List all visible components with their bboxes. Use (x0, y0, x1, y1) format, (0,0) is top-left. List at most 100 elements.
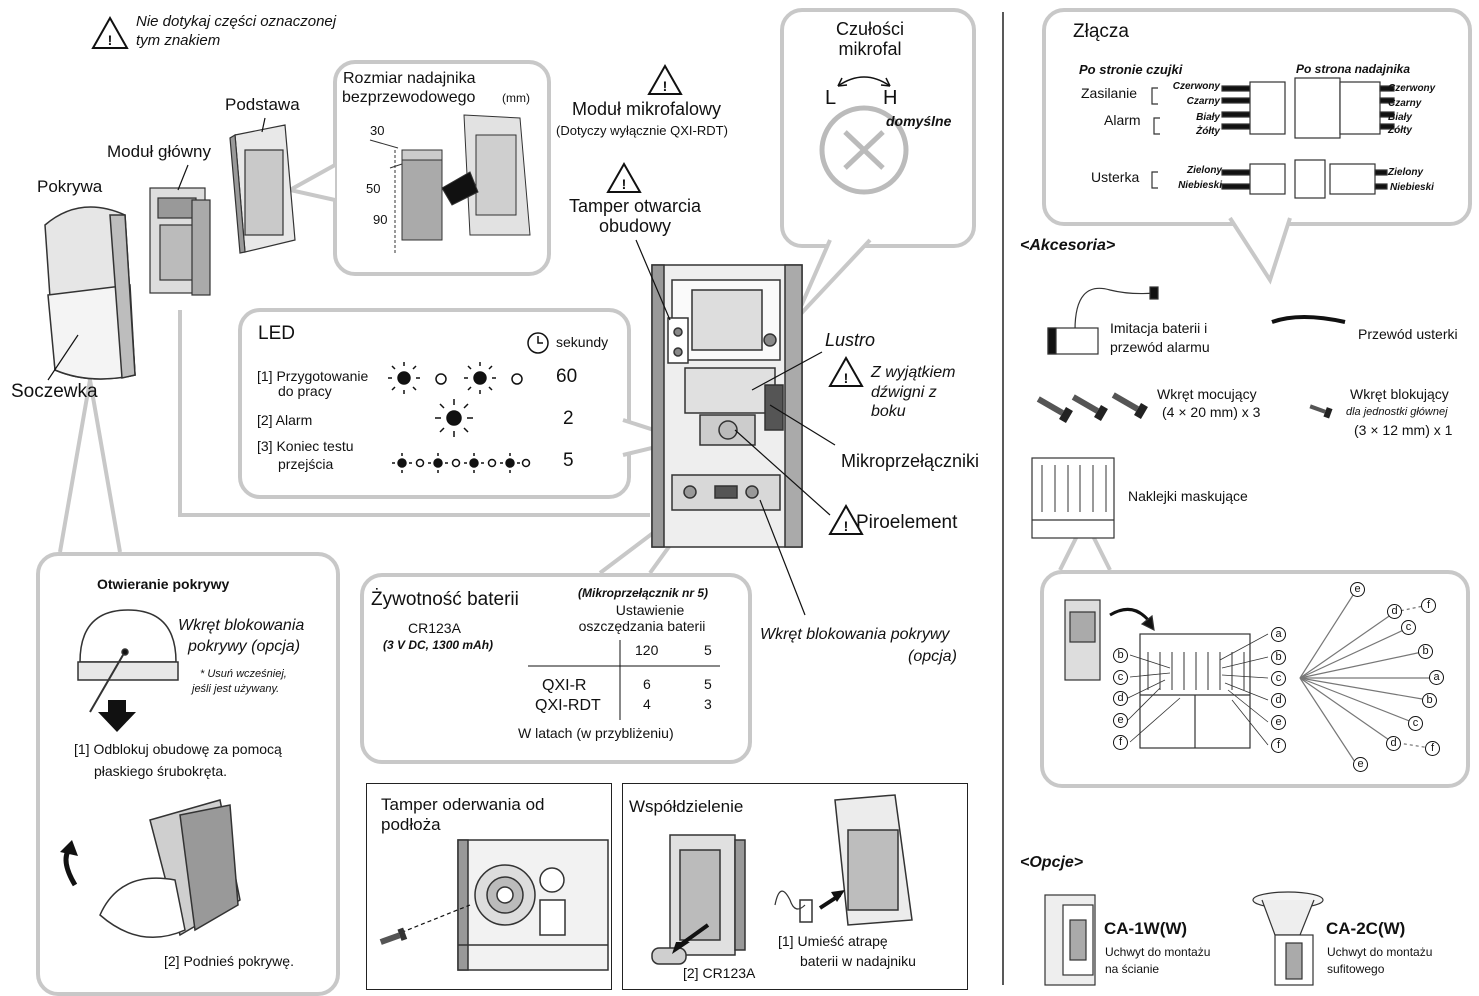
lever-note-line3: boku (871, 403, 906, 420)
connector-illustration (1151, 77, 1395, 199)
fault-left-blue: Niebieski (1178, 180, 1222, 191)
tamper-wall-illustration (457, 839, 609, 971)
accessory-fault-wire: Przewód usterki (1358, 326, 1458, 342)
led-row3-label1: [3] Koniec testu (257, 438, 354, 454)
transmitter-title1: Rozmiar nadajnika (343, 70, 476, 87)
open-cover-note2: jeśli jest używany. (192, 683, 280, 695)
mask-letter-c: c (1401, 620, 1416, 635)
dim-30: 30 (370, 123, 385, 138)
mask-letter-f: f (1421, 598, 1436, 613)
accessory-dummy2: przewód alarmu (1110, 339, 1210, 355)
sharing-illustration (651, 794, 913, 965)
options-title: <Opcje> (1020, 854, 1084, 871)
svg-text:!: ! (108, 32, 113, 48)
wire-right-red: Czerwony (1388, 83, 1436, 94)
warning-note-line1: Nie dotykaj części oznaczonej (136, 13, 337, 30)
label-cover: Pokrywa (37, 177, 103, 196)
fault-right-green: Zielony (1388, 167, 1424, 178)
mask-letter-e: e (1353, 757, 1368, 772)
led-icons (388, 362, 531, 473)
battery-row2-v1: 4 (643, 696, 651, 712)
base-illustration (229, 124, 296, 254)
transmitter-unit: (mm) (502, 91, 530, 105)
battery-dip-note: (Mikroprzełącznik nr 5) (578, 586, 709, 600)
battery-row1-v1: 6 (643, 676, 651, 692)
mask-letter-c: c (1408, 716, 1423, 731)
open-cover-step2: [2] Podnieś pokrywę. (164, 953, 294, 969)
mask-letter-a: a (1271, 627, 1286, 642)
mask-letter-d: d (1271, 693, 1286, 708)
mask-letter-b: b (1422, 693, 1437, 708)
mask-letter-b: b (1418, 644, 1433, 659)
tamper-open-line1: Tamper otwarcia (568, 196, 702, 216)
wire-left-red: Czerwony (1172, 81, 1220, 92)
option-ca1-name: CA-1W(W) (1104, 919, 1188, 938)
open-cover-note1: * Usuń wcześniej, (200, 668, 287, 680)
open-cover-step1b: płaskiego śrubokręta. (94, 763, 228, 779)
accessory-lock-screw3: (3 × 12 mm) x 1 (1354, 422, 1453, 438)
transmitter-title2: bezprzewodowego (342, 89, 476, 106)
wire-right-yellow: Żółty (1388, 125, 1412, 136)
mask-letter-c: c (1271, 671, 1286, 686)
accessory-lock-screw1: Wkręt blokujący (1350, 386, 1449, 402)
accessory-mount-screw2: (4 × 20 mm) x 3 (1162, 404, 1261, 420)
battery-box (360, 573, 752, 764)
lever-note-line1: Z wyjątkiem (871, 364, 956, 381)
cover-illustration (44, 206, 136, 380)
option-ca2-desc2: sufitowego (1327, 962, 1385, 976)
mask-panel-illustration (1064, 599, 1251, 749)
svg-text:!: ! (844, 518, 849, 534)
sensitivity-low: L (825, 87, 837, 109)
open-cover-screw1: Wkręt blokowania (178, 617, 305, 634)
cover-screw-line2: (opcja) (908, 648, 957, 665)
lever-note-line2: dźwigni z (871, 384, 937, 401)
detection-fan (1299, 591, 1435, 763)
svg-text:!: ! (844, 370, 849, 386)
option-ca2-desc1: Uchwyt do montażu (1327, 945, 1433, 959)
sharing-step2: [2] CR123A (683, 965, 756, 981)
sensitivity-default: domyślne (886, 113, 952, 129)
label-main-module: Moduł główny (107, 142, 211, 161)
battery-col1: 120 (635, 642, 659, 658)
sensitivity-knob-illustration (819, 105, 909, 195)
battery-setting2: oszczędzania baterii (578, 618, 706, 634)
connectors-power: Zasilanie (1081, 85, 1138, 101)
led-row2-seconds: 2 (563, 408, 574, 429)
option-ca2-name: CA-2C(W) (1326, 919, 1406, 938)
option-ca1-desc2: na ścianie (1105, 962, 1160, 976)
tamper-open-line2: obudowy (598, 216, 672, 236)
warning-note-line2: tym znakiem (136, 32, 221, 49)
battery-row2-name: QXI-RDT (535, 697, 601, 714)
fault-right-blue: Niebieski (1390, 182, 1434, 193)
wire-left-yellow: Żółty (1196, 126, 1220, 137)
mask-letter-b: b (1271, 650, 1286, 665)
sharing-step1b: baterii w nadajniku (800, 953, 916, 969)
lift-cover-illustration (99, 799, 241, 938)
accessories-title: <Akcesoria> (1020, 237, 1116, 254)
label-mirror: Lustro (825, 330, 876, 350)
mask-letter-e: e (1271, 715, 1286, 730)
open-cover-illustration (77, 609, 179, 713)
wire-right-white: Biały (1388, 112, 1412, 123)
battery-col2: 5 (704, 642, 712, 658)
option-brackets (1044, 891, 1324, 986)
battery-row2-v2: 3 (704, 696, 712, 712)
sensitivity-line1: Czułości (835, 19, 905, 39)
led-title: LED (258, 323, 295, 344)
mask-letter-e: e (1113, 713, 1128, 728)
led-row2-label1: [2] Alarm (257, 412, 313, 428)
open-cover-title: Otwieranie pokrywy (97, 576, 230, 592)
battery-setting1: Ustawienie (615, 602, 685, 618)
mask-letter-d: d (1113, 691, 1128, 706)
mask-letter-c: c (1113, 670, 1128, 685)
fault-left-green: Zielony (1186, 165, 1222, 176)
mask-letter-b: b (1113, 648, 1128, 663)
led-row1-label1: [1] Przygotowanie (257, 368, 369, 384)
sharing-step1a: [1] Umieść atrapę (778, 933, 888, 949)
battery-title: Żywotność baterii (371, 589, 519, 610)
mask-letter-f: f (1113, 735, 1128, 750)
mask-letter-f: f (1271, 738, 1286, 753)
dim-90: 90 (373, 212, 388, 227)
connectors-tx-side: Po strona nadajnika (1296, 62, 1411, 76)
wire-left-white: Biały (1196, 112, 1220, 123)
